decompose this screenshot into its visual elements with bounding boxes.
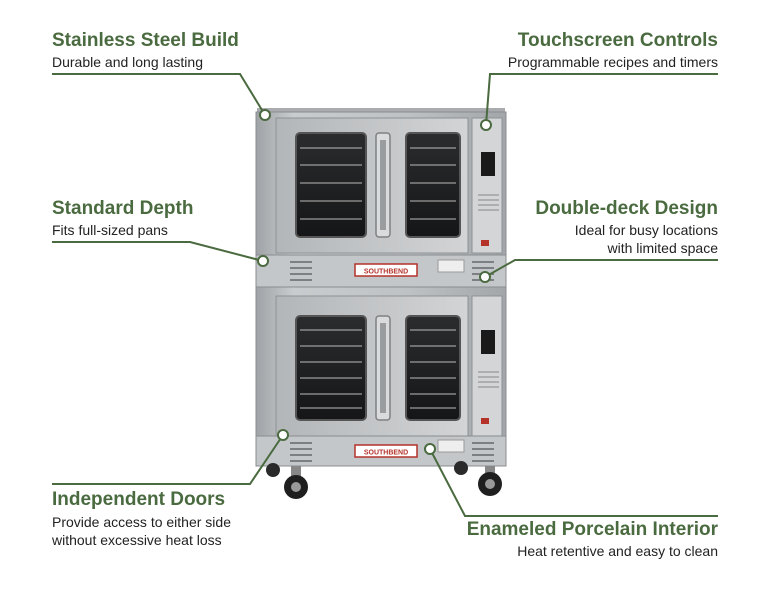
callout-touchscreen-title: Touchscreen Controls xyxy=(517,30,718,51)
callout-doors-desc-1: Provide access to either side xyxy=(52,514,231,530)
marker-touchscreen xyxy=(480,119,492,131)
bottom-oven-deck: SOUTHBEND xyxy=(255,286,507,467)
marker-porcelain xyxy=(424,443,436,455)
callout-stainless-desc: Durable and long lasting xyxy=(52,54,203,70)
callout-doors-title: Independent Doors xyxy=(52,489,226,510)
casters xyxy=(266,461,502,499)
brand-label-bottom: SOUTHBEND xyxy=(364,450,408,457)
callout-stainless-title: Stainless Steel Build xyxy=(52,30,239,51)
callout-porcelain-title: Enameled Porcelain Interior xyxy=(466,519,718,540)
marker-depth xyxy=(257,255,269,267)
marker-stainless xyxy=(259,109,271,121)
callout-touchscreen-desc: Programmable recipes and timers xyxy=(507,54,718,70)
brand-label-top: SOUTHBEND xyxy=(364,269,408,276)
callout-porcelain-desc: Heat retentive and easy to clean xyxy=(517,543,718,559)
marker-double-deck xyxy=(479,271,491,283)
callout-double-deck-title: Double-deck Design xyxy=(535,198,718,219)
marker-doors xyxy=(277,429,289,441)
callout-depth-title: Standard Depth xyxy=(52,198,194,219)
top-oven-deck: SOUTHBEND xyxy=(255,108,507,288)
callout-double-deck-desc-1: Ideal for busy locations xyxy=(574,222,718,238)
callout-double-deck-desc-2: with limited space xyxy=(607,240,719,256)
callout-doors-desc-2: without excessive heat loss xyxy=(52,532,222,548)
callout-depth-desc: Fits full-sized pans xyxy=(52,222,168,238)
